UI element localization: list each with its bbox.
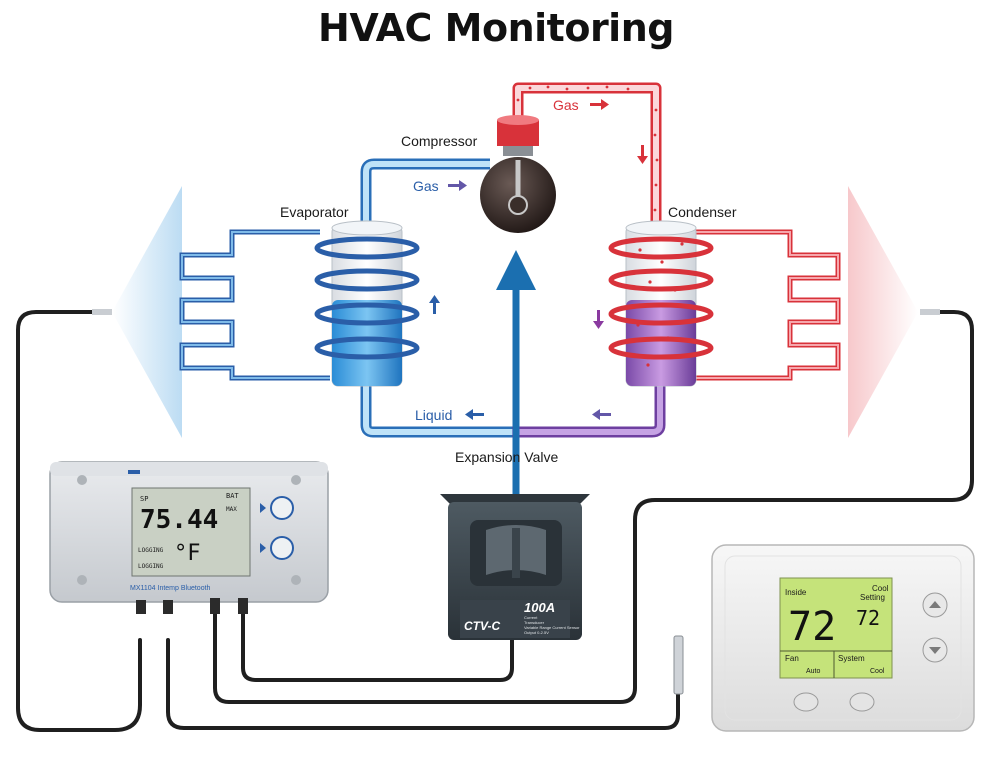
condenser-label: Condenser [668, 204, 737, 220]
thermostat [711, 544, 975, 732]
system-button[interactable] [849, 692, 875, 712]
cold-air-fan [112, 186, 182, 438]
fan-button[interactable] [793, 692, 819, 712]
thermostat-system-value: Cool [870, 668, 885, 675]
thermostat-inside-label: Inside [785, 588, 807, 597]
liquid-label: Liquid [415, 407, 452, 423]
compressor-label: Compressor [401, 133, 478, 149]
thermostat-system-label: System [838, 654, 865, 663]
logger-reading-unit: MAX [226, 506, 237, 513]
up-arrow-icon [429, 295, 440, 314]
thermostat-setting-label-1: Cool [872, 584, 889, 593]
left-arrow-icon [592, 409, 611, 420]
thermostat-fan-value: Auto [806, 668, 821, 675]
gas-label-left: Gas [413, 178, 439, 194]
ct-desc-4: Output 0-2.5V [524, 630, 549, 635]
right-arrow-icon [590, 99, 609, 110]
condenser-wraps [608, 236, 714, 360]
logger-status-2: LOGGING [138, 563, 164, 570]
cold-probe-tip [92, 309, 112, 315]
gas-label-top: Gas [553, 97, 579, 113]
right-arrow-icon [448, 180, 467, 191]
thermostat-lcd [779, 577, 893, 679]
ct-rating: 100A [524, 600, 555, 615]
logger-status-1: LOGGING [138, 547, 164, 554]
evaporator-label: Evaporator [280, 204, 349, 220]
thermostat-fan-label: Fan [785, 654, 799, 663]
ct-desc-1: Current [524, 615, 538, 620]
chevron-up-icon [929, 601, 941, 608]
condenser-coil [690, 229, 841, 381]
ct-model: CTV-C [464, 619, 501, 633]
up-arrow-icon [496, 250, 536, 500]
logger-reading: 75.44 [140, 505, 218, 535]
down-arrow-icon [593, 310, 604, 329]
down-arrow-icon [637, 145, 648, 164]
left-arrow-icon [465, 409, 484, 420]
logger-button-top[interactable] [270, 496, 294, 520]
chevron-down-icon [929, 647, 941, 654]
thermostat-setting-label-2: Setting [860, 593, 885, 602]
ct-desc-2: Transducer [524, 620, 545, 625]
evaporator-wraps [314, 236, 420, 360]
hot-air-fan [848, 186, 918, 438]
thermostat-inside-temp: 72 [788, 604, 836, 650]
logger-label-top: SP [140, 495, 148, 503]
evaporator-coil [179, 229, 330, 381]
data-logger [49, 461, 329, 614]
logger-brand: MX1104 Intemp Bluetooth [130, 585, 211, 592]
compressor [480, 115, 556, 233]
brand-logo [128, 470, 140, 474]
ct-sensor [440, 494, 590, 640]
thermostat-setting-temp: 72 [856, 606, 880, 630]
hot-probe-tip [920, 309, 940, 315]
page-title: HVAC Monitoring [318, 6, 674, 50]
sensor-cables [16, 310, 974, 732]
expansion-valve-label: Expansion Valve [455, 449, 558, 465]
logger-button-bottom[interactable] [270, 536, 294, 560]
ct-desc-3: Variable Range Current Sensor [524, 625, 580, 630]
logger-battery: BAT [226, 492, 239, 500]
temperature-probe [673, 635, 684, 695]
logger-unit: °F [174, 541, 201, 566]
gas-bubbles [516, 85, 659, 212]
